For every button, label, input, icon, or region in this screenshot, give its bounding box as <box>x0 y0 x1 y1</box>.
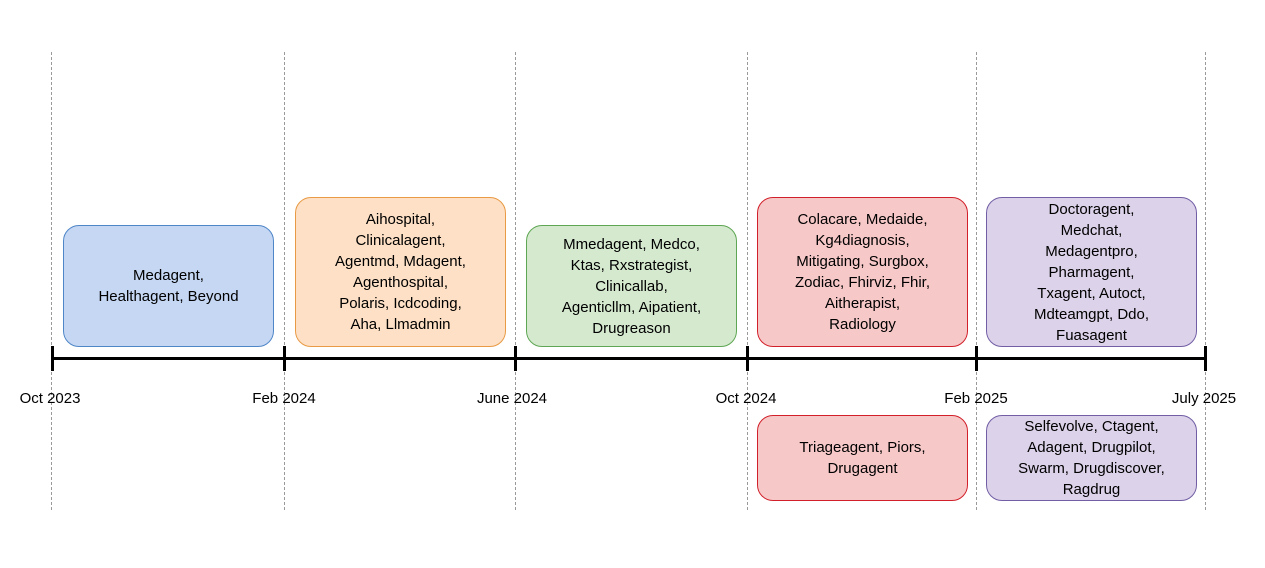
divider-oct-2023 <box>51 52 52 510</box>
period-box-feb2025-jul2025-lower: Selfevolve, Ctagent, Adagent, Drugpilot,… <box>986 415 1197 501</box>
axis-tick <box>51 346 54 371</box>
period-box-oct2024-feb2025-lower: Triageagent, Piors, Drugagent <box>757 415 968 501</box>
divider-feb-2024 <box>284 52 285 510</box>
period-box-oct2024-feb2025: Colacare, Medaide, Kg4diagnosis, Mitigat… <box>757 197 968 347</box>
divider-june-2024 <box>515 52 516 510</box>
divider-july-2025 <box>1205 52 1206 510</box>
period-box-feb2024-jun2024: Aihospital, Clinicalagent, Agentmd, Mdag… <box>295 197 506 347</box>
date-label-oct-2024: Oct 2024 <box>715 390 777 407</box>
period-box-jun2024-oct2024: Mmedagent, Medco, Ktas, Rxstrategist, Cl… <box>526 225 737 347</box>
date-label-july-2025: July 2025 <box>1171 390 1237 407</box>
axis-tick <box>975 346 978 371</box>
date-label-june-2024: June 2024 <box>476 390 548 407</box>
date-label-oct-2023: Oct 2023 <box>19 390 81 407</box>
axis-tick <box>746 346 749 371</box>
axis-tick <box>283 346 286 371</box>
axis-tick <box>514 346 517 371</box>
divider-oct-2024 <box>747 52 748 510</box>
date-label-feb-2024: Feb 2024 <box>252 390 316 407</box>
period-box-feb2025-jul2025: Doctoragent, Medchat, Medagentpro, Pharm… <box>986 197 1197 347</box>
axis-tick <box>1204 346 1207 371</box>
date-label-feb-2025: Feb 2025 <box>944 390 1008 407</box>
timeline-axis <box>52 357 1206 360</box>
divider-feb-2025 <box>976 52 977 510</box>
period-box-oct2023-feb2024: Medagent, Healthagent, Beyond <box>63 225 274 347</box>
